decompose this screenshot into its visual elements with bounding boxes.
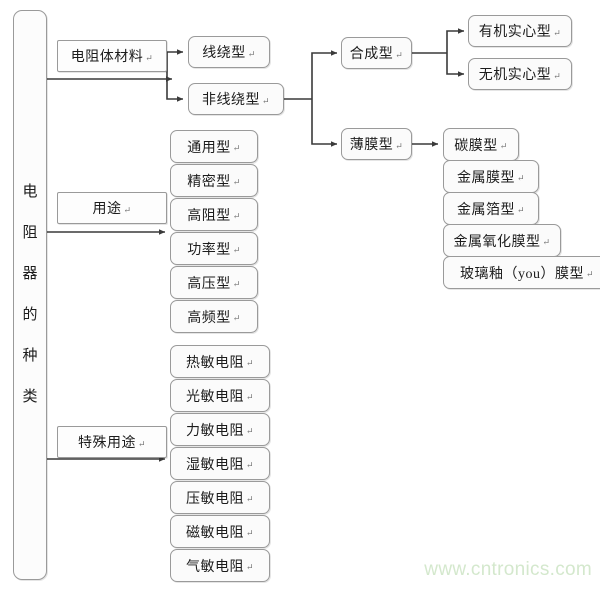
pilcrow-icon: ↵	[245, 358, 255, 368]
node-gas-sensitive-label: 气敏电阻	[185, 559, 244, 575]
pilcrow-icon: ↵	[516, 173, 526, 183]
node-humidity-sensitive-label: 湿敏电阻	[185, 457, 244, 473]
pilcrow-icon: ↵	[245, 426, 255, 436]
node-synthetic[interactable]: 合成型↵	[341, 37, 412, 69]
node-magneto-sensitive[interactable]: 磁敏电阻↵	[170, 515, 270, 548]
root-char-1: 阻	[22, 225, 38, 241]
node-varistor-label: 压敏电阻	[185, 491, 244, 507]
node-carbon-film[interactable]: 碳膜型↵	[443, 128, 519, 161]
node-wirewound[interactable]: 线绕型↵	[188, 36, 270, 68]
pilcrow-icon: ↵	[395, 140, 404, 151]
pilcrow-icon: ↵	[232, 143, 241, 153]
node-glass-glaze-film[interactable]: 玻璃釉（you）膜型↵	[443, 256, 600, 289]
pilcrow-icon: ↵	[245, 528, 255, 538]
node-inorganic-solid-label: 无机实心型	[478, 68, 552, 83]
node-precision[interactable]: 精密型↵	[170, 164, 258, 197]
node-inorganic-solid[interactable]: 无机实心型↵	[468, 58, 572, 90]
node-gas-sensitive[interactable]: 气敏电阻↵	[170, 549, 270, 582]
node-magneto-sensitive-label: 磁敏电阻	[185, 525, 244, 541]
root-char-5: 类	[22, 389, 38, 405]
node-glass-glaze-film-label: 玻璃釉（you）膜型	[459, 266, 584, 282]
node-synthetic-label: 合成型	[349, 47, 394, 62]
node-precision-label: 精密型	[187, 174, 231, 190]
node-material[interactable]: 电阻体材料↵	[57, 40, 167, 72]
node-metal-oxide-film-label: 金属氧化膜型	[453, 234, 541, 250]
pilcrow-icon: ↵	[137, 438, 147, 449]
pilcrow-icon: ↵	[553, 27, 562, 38]
node-force-sensitive[interactable]: 力敏电阻↵	[170, 413, 270, 446]
pilcrow-icon: ↵	[261, 95, 271, 106]
pilcrow-icon: ↵	[232, 313, 241, 323]
node-general-label: 通用型	[187, 140, 231, 156]
node-non-wirewound-label: 非线绕型	[201, 93, 260, 108]
pilcrow-icon: ↵	[553, 70, 562, 81]
node-power[interactable]: 功率型↵	[170, 232, 258, 265]
node-metal-foil[interactable]: 金属箔型↵	[443, 192, 539, 225]
node-organic-solid-label: 有机实心型	[478, 25, 552, 40]
node-force-sensitive-label: 力敏电阻	[185, 423, 244, 439]
pilcrow-icon: ↵	[395, 49, 404, 60]
node-thermistor-label: 热敏电阻	[185, 355, 244, 371]
node-special[interactable]: 特殊用途↵	[57, 426, 167, 458]
root-char-3: 的	[22, 307, 38, 323]
node-varistor[interactable]: 压敏电阻↵	[170, 481, 270, 514]
node-humidity-sensitive[interactable]: 湿敏电阻↵	[170, 447, 270, 480]
root-char-2: 器	[22, 266, 38, 282]
node-high-frequency[interactable]: 高频型↵	[170, 300, 258, 333]
site-watermark: www.cntronics.com	[424, 559, 592, 580]
node-carbon-film-label: 碳膜型	[454, 138, 498, 154]
pilcrow-icon: ↵	[245, 460, 255, 470]
node-general[interactable]: 通用型↵	[170, 130, 258, 163]
root-char-4: 种	[22, 348, 38, 364]
pilcrow-icon: ↵	[232, 245, 241, 255]
node-photoresistor-label: 光敏电阻	[185, 389, 244, 405]
node-high-resistance[interactable]: 高阻型↵	[170, 198, 258, 231]
node-material-label: 电阻体材料	[70, 50, 144, 65]
root-char-0: 电	[22, 184, 38, 200]
pilcrow-icon: ↵	[232, 177, 241, 187]
node-non-wirewound[interactable]: 非线绕型↵	[188, 83, 284, 115]
pilcrow-icon: ↵	[232, 279, 241, 289]
node-high-resistance-label: 高阻型	[187, 208, 231, 224]
node-organic-solid[interactable]: 有机实心型↵	[468, 15, 572, 47]
node-photoresistor[interactable]: 光敏电阻↵	[170, 379, 270, 412]
node-high-voltage[interactable]: 高压型↵	[170, 266, 258, 299]
root-node-resistor-types	[13, 10, 47, 580]
pilcrow-icon: ↵	[123, 204, 132, 215]
node-metal-film-label: 金属膜型	[456, 170, 515, 186]
pilcrow-icon: ↵	[516, 205, 526, 215]
node-usage[interactable]: 用途↵	[57, 192, 167, 224]
node-metal-oxide-film[interactable]: 金属氧化膜型↵	[443, 224, 561, 257]
pilcrow-icon: ↵	[245, 494, 255, 504]
pilcrow-icon: ↵	[542, 237, 551, 247]
pilcrow-icon: ↵	[145, 52, 154, 63]
pilcrow-icon: ↵	[247, 48, 256, 59]
node-usage-label: 用途	[92, 202, 122, 217]
pilcrow-icon: ↵	[245, 392, 255, 402]
pilcrow-icon: ↵	[499, 141, 508, 151]
node-thermistor[interactable]: 热敏电阻↵	[170, 345, 270, 378]
node-metal-foil-label: 金属箔型	[456, 202, 515, 218]
root-node-label: 电 阻 器 的 种 类	[13, 10, 47, 580]
pilcrow-icon: ↵	[585, 269, 595, 279]
node-high-voltage-label: 高压型	[187, 276, 231, 292]
pilcrow-icon: ↵	[245, 562, 255, 572]
node-film-label: 薄膜型	[349, 138, 394, 153]
node-metal-film[interactable]: 金属膜型↵	[443, 160, 539, 193]
node-power-label: 功率型	[187, 242, 231, 258]
node-special-label: 特殊用途	[77, 436, 136, 451]
pilcrow-icon: ↵	[232, 211, 241, 221]
node-wirewound-label: 线绕型	[202, 46, 246, 61]
node-film[interactable]: 薄膜型↵	[341, 128, 412, 160]
node-high-frequency-label: 高频型	[187, 310, 231, 326]
